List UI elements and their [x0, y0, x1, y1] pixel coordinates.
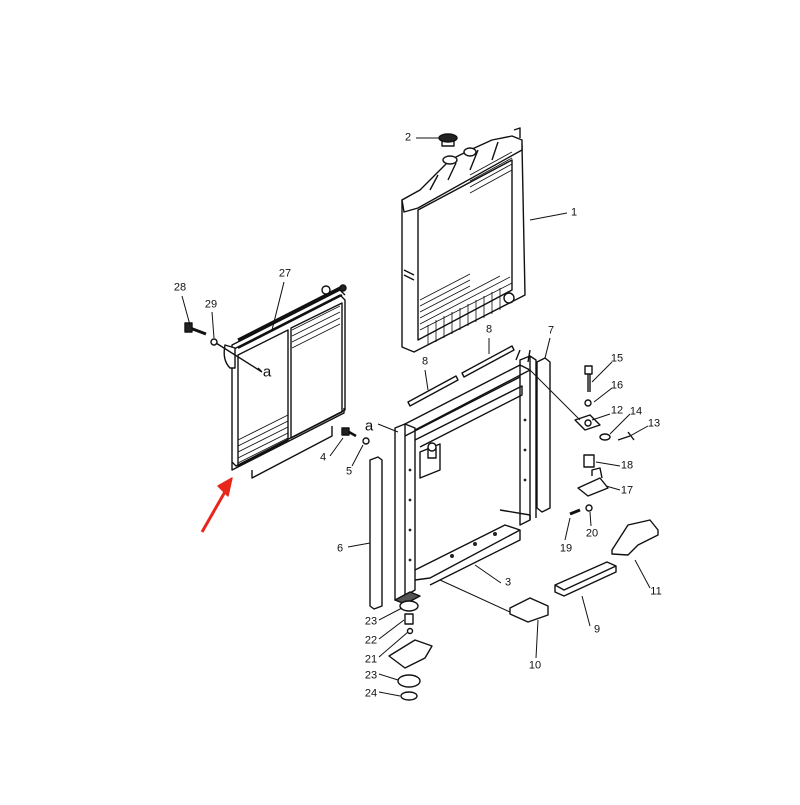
- bolt-19: [569, 508, 581, 516]
- washer-16: [584, 399, 592, 407]
- callout-11: 11: [650, 585, 662, 598]
- callout-19: 19: [559, 542, 573, 555]
- red-arrow-indicator: [200, 477, 233, 533]
- callout-29: 29: [204, 298, 218, 311]
- plate: [388, 639, 433, 669]
- callout-17: 17: [620, 484, 634, 497]
- callout-3: 3: [504, 576, 512, 589]
- block-10: [509, 597, 549, 623]
- cushion-23-top: [399, 600, 419, 612]
- callout-8b: 8: [485, 323, 493, 336]
- callout-15: 15: [610, 352, 624, 365]
- callout-6: 6: [336, 542, 344, 555]
- callout-10: 10: [528, 659, 542, 672]
- bolt-15: [584, 365, 593, 392]
- callout-14: 14: [629, 405, 643, 418]
- washer-5: [362, 437, 370, 445]
- bar-9: [554, 561, 617, 597]
- bracket-17: [577, 467, 609, 497]
- seal-strip-8-left: [407, 375, 459, 407]
- callout-a1: a: [262, 363, 272, 381]
- leader-lines: [181, 137, 651, 697]
- callout-7: 7: [547, 324, 555, 337]
- callout-21: 21: [364, 653, 378, 666]
- bolt-13: [617, 431, 635, 441]
- block-11: [611, 519, 659, 556]
- callout-1: 1: [570, 206, 578, 219]
- collar-14: [599, 433, 611, 441]
- strip-7: [536, 357, 551, 513]
- callout-23a: 23: [364, 615, 378, 628]
- callout-5: 5: [345, 465, 353, 478]
- washer-29: [210, 338, 218, 346]
- callout-18: 18: [620, 459, 634, 472]
- cushion-23-bottom: [397, 674, 421, 688]
- oil-cooler: [223, 284, 347, 479]
- callout-4: 4: [319, 451, 327, 464]
- callout-23b: 23: [364, 669, 378, 682]
- radiator-core: [401, 127, 526, 353]
- mount-bracket-12: [574, 414, 601, 431]
- bolt-4: [341, 427, 350, 436]
- washer-21: [406, 627, 414, 635]
- radiator-frame: [394, 349, 537, 605]
- washer-24: [400, 691, 418, 701]
- callout-20: 20: [585, 527, 599, 540]
- radiator-cap: [438, 133, 458, 147]
- callout-8a: 8: [421, 355, 429, 368]
- strip-6: [369, 456, 383, 610]
- callout-2: 2: [404, 131, 412, 144]
- callout-9: 9: [593, 623, 601, 636]
- callout-24: 24: [364, 687, 378, 700]
- seal-strip-8-right: [461, 345, 515, 378]
- callout-a2: a: [364, 417, 374, 435]
- callout-22: 22: [364, 634, 378, 647]
- callout-12: 12: [610, 404, 624, 417]
- washer-20: [585, 504, 593, 512]
- spacer-22: [404, 613, 414, 625]
- bolt-28: [184, 322, 207, 336]
- callout-16: 16: [610, 379, 624, 392]
- callout-28: 28: [173, 281, 187, 294]
- callout-27: 27: [278, 267, 292, 280]
- bushing-18: [583, 454, 595, 468]
- callout-13: 13: [647, 417, 661, 430]
